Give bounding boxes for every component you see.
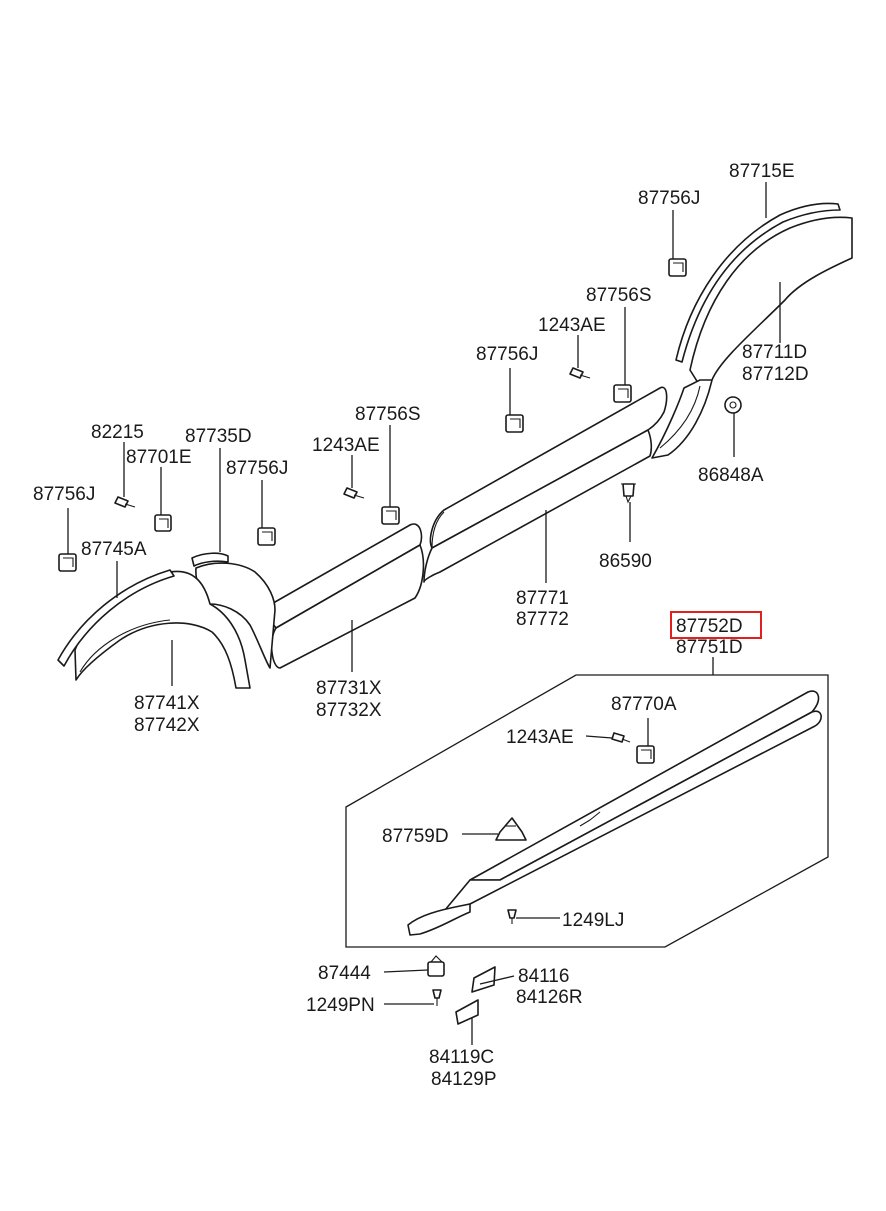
- part-label-84119C: 84119C: [429, 1047, 494, 1068]
- clip-icon: [505, 414, 524, 433]
- part-label-82215: 82215: [91, 422, 144, 443]
- part-label-87756S: 87756S: [586, 285, 652, 306]
- part-label-87756S: 87756S: [355, 404, 421, 425]
- clip-icon: [58, 553, 77, 572]
- part-label-87444: 87444: [318, 963, 371, 984]
- clip-icon: [381, 506, 400, 525]
- clip-icon: [636, 745, 655, 764]
- side-sill-moulding: [407, 690, 822, 936]
- part-label-87759D: 87759D: [382, 826, 449, 847]
- part-label-87770A: 87770A: [611, 694, 677, 715]
- clip-icon: [613, 384, 632, 403]
- part-label-84116: 84116: [518, 966, 569, 987]
- part-label-1243AE: 1243AE: [506, 727, 574, 748]
- rear-arch-upper-strip: [675, 202, 841, 363]
- part-label-86590: 86590: [599, 551, 652, 572]
- front-wheel-arch-moulding: [74, 552, 276, 689]
- screw-icon: [114, 496, 136, 508]
- part-label-87701E: 87701E: [126, 447, 192, 468]
- part-label-1249LJ: 1249LJ: [562, 910, 624, 931]
- part-label-87771: 87771: [516, 588, 569, 609]
- part-label-86848A: 86848A: [698, 465, 764, 486]
- part-labels: 87715E 87756J 87756S 1243AE 87756J 87711…: [33, 161, 809, 1090]
- nut-icon: [427, 955, 445, 977]
- rear-wheel-arch-moulding: [651, 216, 853, 459]
- part-label-1249PN: 1249PN: [306, 995, 375, 1016]
- part-label-87756J: 87756J: [226, 458, 288, 479]
- part-label-84126R: 84126R: [516, 987, 583, 1008]
- clip-icon: [668, 258, 687, 277]
- part-label-84129P: 84129P: [431, 1069, 497, 1090]
- screw-icon: [611, 732, 631, 743]
- clip-icon: [257, 527, 276, 546]
- part-label-87756J: 87756J: [638, 188, 700, 209]
- retainer-clip-icon: [495, 817, 527, 841]
- screw-icon: [343, 487, 365, 499]
- part-label-87752D: 87752D: [676, 616, 743, 637]
- screw-icon: [569, 367, 591, 379]
- part-label-87756J: 87756J: [476, 344, 538, 365]
- grommet-icon: [724, 396, 742, 414]
- part-label-87731X: 87731X: [316, 678, 382, 699]
- highlight-box: [670, 611, 762, 639]
- push-pin-icon: [621, 483, 636, 504]
- clip-icon: [154, 514, 172, 532]
- part-label-87741X: 87741X: [134, 693, 200, 714]
- front-arch-upper-strip: [57, 569, 175, 667]
- tape-pad-icon: [471, 966, 496, 993]
- assembly-frame: [345, 674, 829, 948]
- part-label-87732X: 87732X: [316, 700, 382, 721]
- leader-lines: [67, 182, 781, 1045]
- part-label-87742X: 87742X: [134, 715, 200, 736]
- part-label-1243AE: 1243AE: [312, 435, 380, 456]
- rear-door-moulding: [423, 386, 668, 583]
- screw-icon: [432, 989, 442, 1006]
- part-label-87711D: 87711D: [742, 342, 807, 363]
- tape-pad-icon: [455, 999, 479, 1025]
- part-label-1243AE: 1243AE: [538, 315, 606, 336]
- front-door-moulding: [270, 523, 425, 669]
- part-label-87745A: 87745A: [81, 539, 147, 560]
- part-label-87751D: 87751D: [676, 637, 743, 658]
- part-label-87772: 87772: [516, 609, 569, 630]
- part-label-87735D: 87735D: [185, 426, 252, 447]
- screw-icon: [507, 909, 517, 924]
- part-label-87712D: 87712D: [742, 364, 809, 385]
- part-label-87756J: 87756J: [33, 484, 95, 505]
- part-label-87715E: 87715E: [729, 161, 795, 182]
